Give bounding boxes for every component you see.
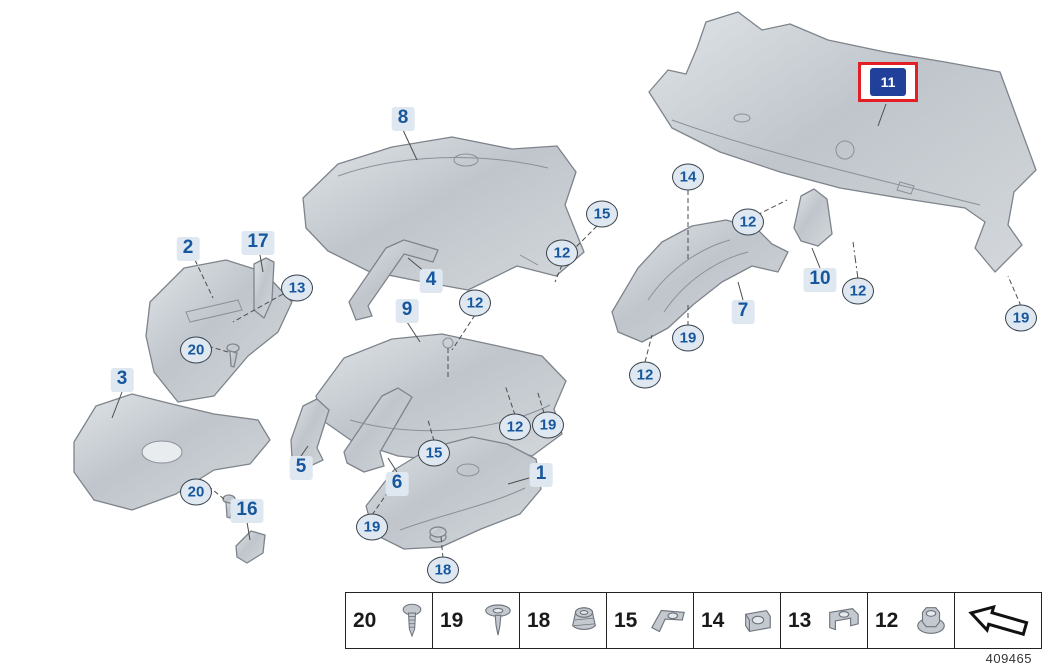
callout-12-a[interactable]: 12: [546, 239, 578, 267]
part-10-bracket-shape: [793, 188, 833, 247]
part-11-heat-shield-shape: [648, 11, 1037, 273]
legend-number-18: 18: [527, 608, 551, 632]
legend-item-14[interactable]: 14: [694, 593, 781, 648]
part-4-bracket-shape: [348, 239, 439, 321]
nut-fastener-shape: [429, 526, 447, 543]
part-8-heat-shield-shape: [302, 136, 585, 291]
callout-6[interactable]: 6: [385, 472, 409, 496]
callout-20-a[interactable]: 20: [180, 336, 212, 364]
leader-lines-dashed: [194, 190, 1022, 559]
callout-12-e[interactable]: 12: [499, 413, 531, 441]
legend-arrow-cell: [955, 593, 1041, 648]
screw-fastener-shape: [226, 343, 240, 368]
callout-11-label: 11: [870, 68, 906, 96]
part-16-bracket-shape: [235, 530, 266, 564]
legend-item-15[interactable]: 15: [607, 593, 694, 648]
callout-8[interactable]: 8: [391, 107, 415, 131]
clamp-nut-icon: [651, 609, 685, 632]
expanding-rivet-icon: [485, 603, 511, 635]
callout-15-b[interactable]: 15: [418, 439, 450, 467]
leader-lines-dashdot: [852, 241, 859, 280]
highlighted-callout-11[interactable]: 11: [858, 62, 918, 102]
hex-nut-icon: [917, 606, 945, 634]
callout-20-b[interactable]: 20: [180, 478, 212, 506]
legend-number-19: 19: [440, 608, 464, 632]
callout-17[interactable]: 17: [241, 231, 275, 255]
screw-fastener-shape: [222, 494, 236, 519]
plastic-nut-icon: [572, 606, 596, 630]
legend-number-14: 14: [701, 608, 725, 632]
c-clip-icon: [829, 607, 859, 630]
legend-item-20[interactable]: 20: [346, 593, 433, 648]
part-7-tunnel-shield-shape: [611, 219, 789, 343]
legend-number-13: 13: [788, 608, 812, 632]
part-detail-lines: [141, 113, 981, 531]
callout-12-f[interactable]: 12: [842, 277, 874, 305]
callout-19-a[interactable]: 19: [672, 324, 704, 352]
callout-16[interactable]: 16: [230, 499, 264, 523]
callout-3[interactable]: 3: [110, 368, 134, 392]
callout-5[interactable]: 5: [289, 456, 313, 480]
callout-2[interactable]: 2: [176, 237, 200, 261]
legend-number-15: 15: [614, 608, 638, 632]
callout-18[interactable]: 18: [427, 556, 459, 584]
clip-nut-icon: [745, 609, 771, 632]
callout-10[interactable]: 10: [803, 268, 837, 292]
callout-19-b[interactable]: 19: [532, 411, 564, 439]
screw-icon: [402, 603, 422, 638]
legend-item-19[interactable]: 19: [433, 593, 520, 648]
legend-item-13[interactable]: 13: [781, 593, 868, 648]
callout-1[interactable]: 1: [529, 463, 553, 487]
callout-12-b[interactable]: 12: [732, 208, 764, 236]
callout-14[interactable]: 14: [672, 163, 704, 191]
legend-item-12[interactable]: 12: [868, 593, 955, 648]
callout-15-a[interactable]: 15: [586, 200, 618, 228]
legend-number-20: 20: [353, 608, 377, 632]
callout-7[interactable]: 7: [731, 300, 755, 324]
callout-12-d[interactable]: 12: [629, 361, 661, 389]
callout-4[interactable]: 4: [419, 269, 443, 293]
part-6-bracket-shape: [343, 387, 413, 473]
diagram-number: 409465: [985, 651, 1032, 666]
callout-13[interactable]: 13: [281, 274, 313, 302]
legend-item-18[interactable]: 18: [520, 593, 607, 648]
callout-19-d[interactable]: 19: [1005, 304, 1037, 332]
callout-12-c[interactable]: 12: [459, 289, 491, 317]
direction-arrow-icon: [968, 604, 1029, 636]
fastener-legend: 20 19 18: [345, 592, 1042, 649]
callout-19-c[interactable]: 19: [356, 513, 388, 541]
callout-9[interactable]: 9: [395, 299, 419, 323]
legend-number-12: 12: [875, 608, 899, 632]
